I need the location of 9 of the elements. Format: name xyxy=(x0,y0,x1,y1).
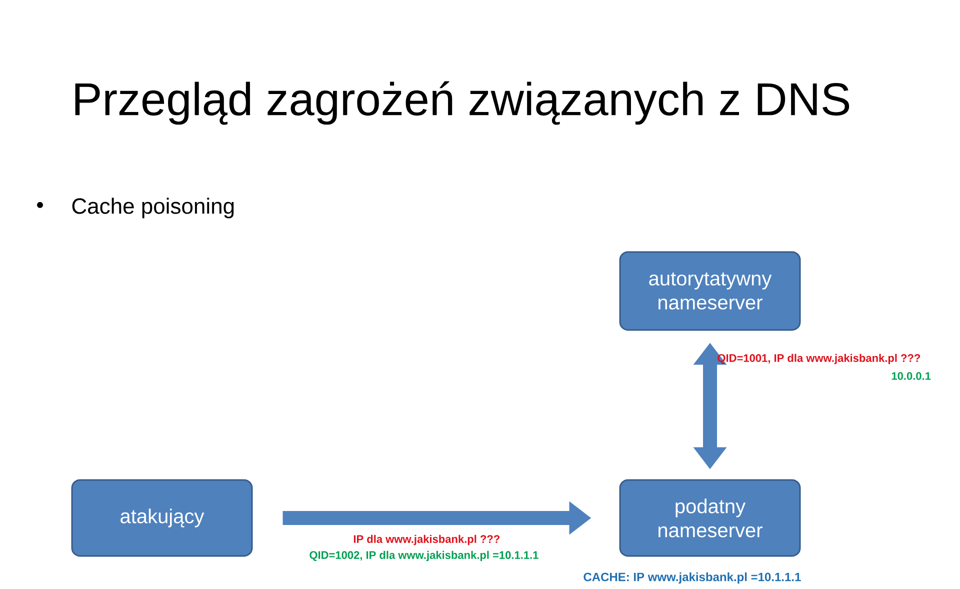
list-item: Cache poisoning xyxy=(72,198,234,218)
cache-text: CACHE: IP www.jakisbank.pl =10.1.1.1 xyxy=(584,572,801,584)
answer-text: 10.0.0.1 xyxy=(892,372,931,380)
query-text: IP dla www.jakisbank.pl ??? xyxy=(354,534,500,546)
server-box: atakujący xyxy=(71,479,253,557)
answer-text: QID=1002, IP dla www.jakisbank.pl =10.1.1.1 xyxy=(310,550,538,562)
title: Przegląd zagrożeń związanych z DNS xyxy=(75,81,850,125)
server-box: podatny nameserver xyxy=(619,479,801,557)
server-box: autorytatywny nameserver xyxy=(619,251,801,331)
